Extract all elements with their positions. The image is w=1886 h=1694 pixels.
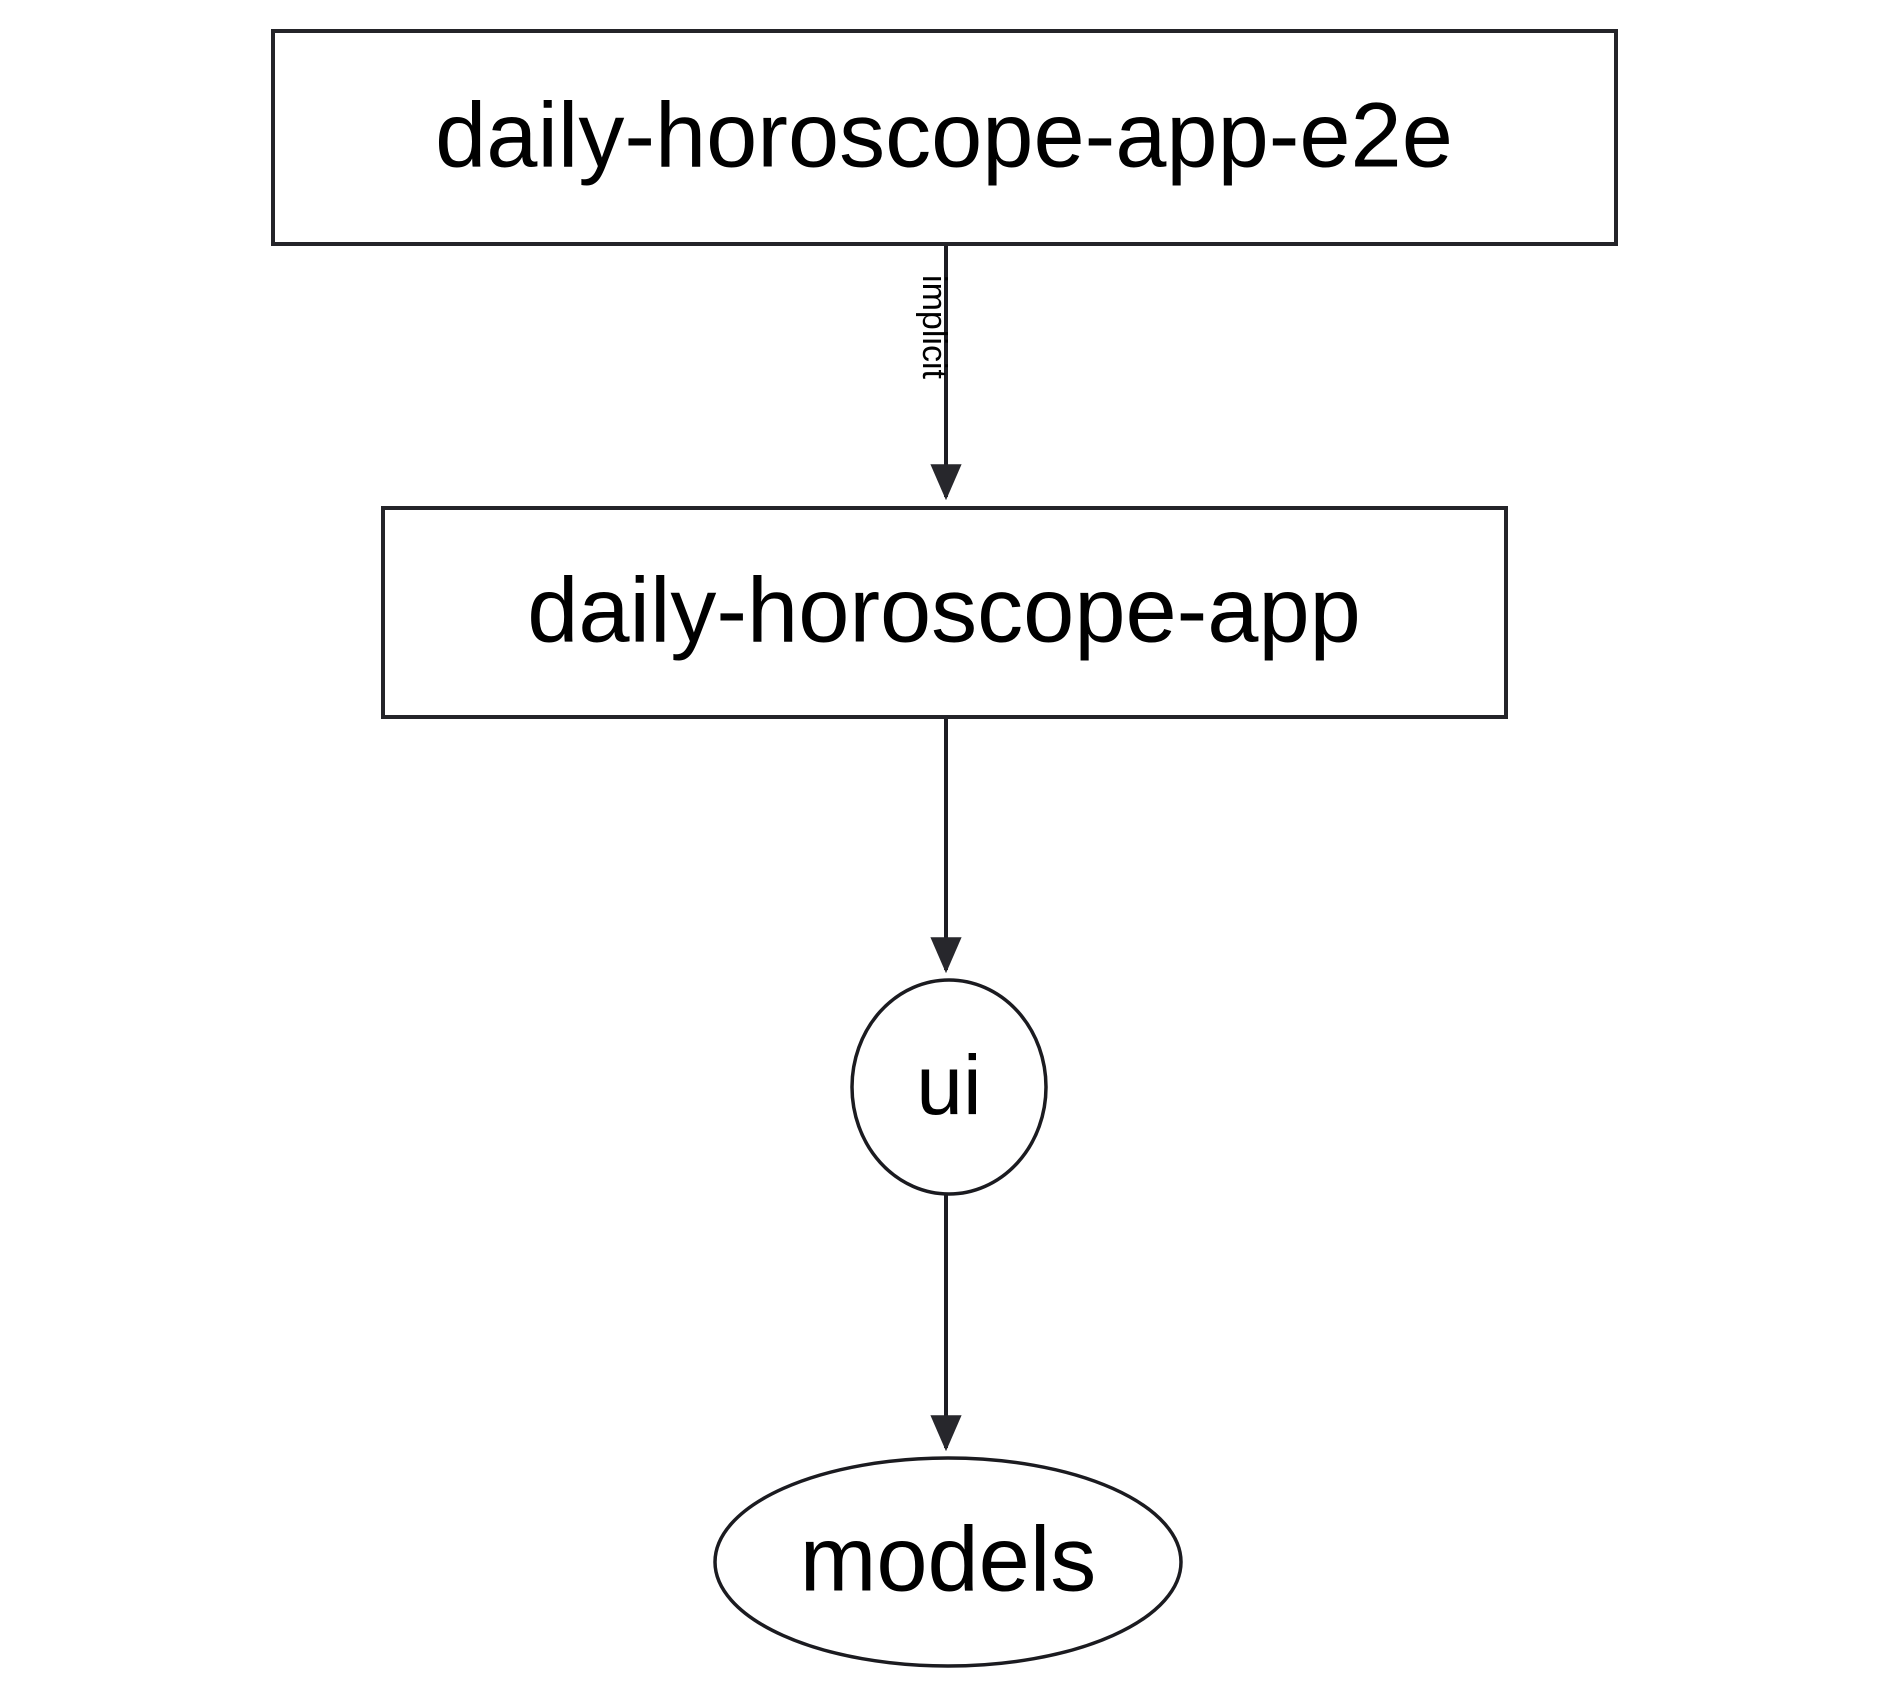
node-label-e2e: daily-horoscope-app-e2e: [435, 84, 1453, 186]
edge-e2e-to-app[interactable]: implicit: [915, 244, 962, 501]
node-ellipse-models: [713, 1456, 1183, 1668]
node-daily-horoscope-app[interactable]: daily-horoscope-app: [381, 506, 1508, 719]
node-label-app: daily-horoscope-app: [527, 559, 1361, 661]
node-label-ui: ui: [916, 1038, 981, 1132]
node-label-models: models: [800, 1508, 1097, 1610]
node-rect-e2e: [271, 29, 1618, 246]
node-ui[interactable]: ui: [850, 978, 1048, 1196]
edge-label-implicit: implicit: [915, 275, 953, 379]
node-daily-horoscope-app-e2e[interactable]: daily-horoscope-app-e2e: [271, 29, 1618, 246]
node-ellipse-ui: [850, 978, 1048, 1196]
node-rect-app: [381, 506, 1508, 719]
node-models[interactable]: models: [713, 1456, 1183, 1668]
